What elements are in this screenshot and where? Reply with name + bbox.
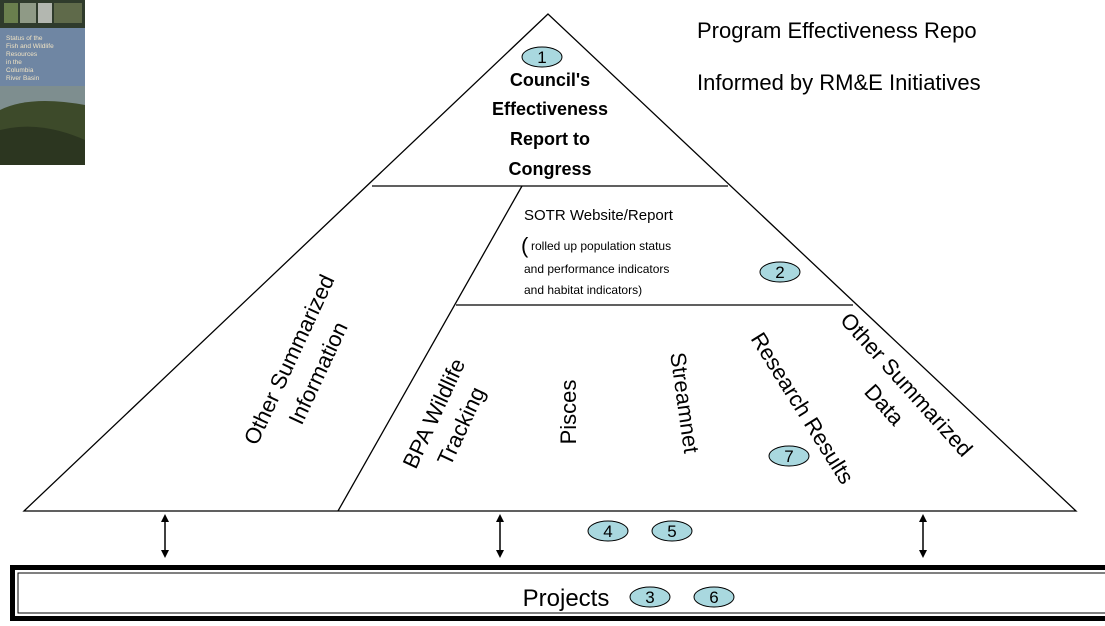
badge-3-number: 3 (645, 588, 654, 607)
badge-6-number: 6 (709, 588, 718, 607)
badge-2-number: 2 (775, 263, 784, 282)
research-results-text: Research Results (746, 328, 859, 489)
cover-text-line-3: Resources (6, 51, 38, 58)
cover-text-line-4: in the (6, 59, 22, 66)
projects-label: Projects (523, 585, 610, 612)
other-data-line-1: Other Summarized (835, 308, 977, 462)
sotr-line-3: and habitat indicators) (524, 283, 642, 297)
cover-text-line-6: River Basin (6, 75, 40, 82)
badge-2: 2 (759, 261, 801, 283)
sotr-line-1: rolled up population status (531, 239, 671, 253)
sotr-title: SOTR Website/Report (524, 207, 674, 224)
badge-1: 1 (521, 46, 563, 68)
bpa-wildlife-tracking-label: BPA Wildlife Tracking (398, 355, 490, 473)
badge-7-number: 7 (784, 447, 793, 466)
badge-5-number: 5 (667, 522, 676, 541)
double-arrow-right (919, 514, 927, 558)
apex-label-line-4: Congress (508, 159, 591, 179)
sotr-line-2: and performance indicators (524, 262, 669, 276)
apex-label-line-2: Effectiveness (492, 99, 608, 119)
badge-5: 5 (651, 520, 693, 542)
cover-text-line-1: Status of the (6, 35, 43, 42)
left-panel-divider (337, 185, 523, 512)
apex-label: Council's Effectiveness Report to Congre… (492, 70, 608, 179)
cover-text-line-2: Fish and Wildlife (6, 43, 54, 50)
sotr-label: SOTR Website/Report ( rolled up populati… (521, 207, 674, 297)
double-arrow-left (161, 514, 169, 558)
streamnet-label: Streamnet (665, 351, 704, 455)
report-cover-thumbnail: Status of the Fish and Wildlife Resource… (0, 0, 85, 165)
badge-3: 3 (629, 586, 671, 608)
pisces-label: Pisces (556, 380, 581, 445)
streamnet-text: Streamnet (665, 351, 704, 455)
research-results-label: Research Results (746, 328, 859, 489)
header-title: Program Effectiveness Repo (697, 18, 977, 43)
cover-text-line-5: Columbia (6, 67, 34, 74)
sotr-paren: ( (521, 233, 529, 258)
pisces-text: Pisces (556, 380, 581, 445)
other-summarized-information-label: Other Summarized Information (239, 271, 353, 449)
double-arrow-center (496, 514, 504, 558)
apex-label-line-1: Council's (510, 70, 590, 90)
badge-6: 6 (693, 586, 735, 608)
badge-4-number: 4 (603, 522, 612, 541)
badge-4: 4 (587, 520, 629, 542)
badge-7: 7 (768, 445, 810, 467)
badge-1-number: 1 (537, 48, 546, 67)
header-subtitle: Informed by RM&E Initiatives (697, 70, 981, 95)
pyramid-outline (22, 13, 1078, 512)
projects-bar: Projects (10, 565, 1105, 621)
apex-label-line-3: Report to (510, 129, 590, 149)
